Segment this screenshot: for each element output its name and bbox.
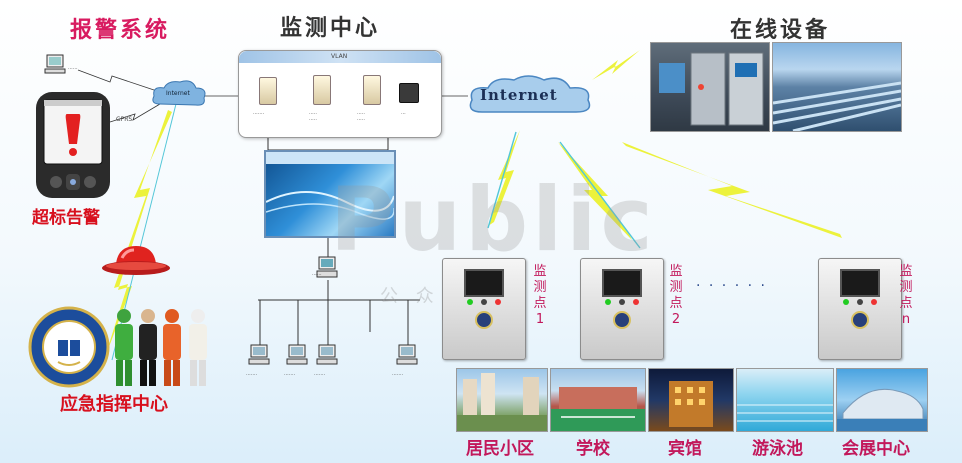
place-label-swimming-pool: 游泳池 [752,439,803,459]
client-pc-3 [316,344,340,366]
cloud-small [150,78,208,110]
person-white [189,309,207,386]
client-pc-4-label: ······· [392,372,404,378]
overlimit-alarm-label: 超标告警 [32,208,100,228]
alarm-system-title: 报警系统 [70,17,171,43]
lightning-point-n [622,142,842,238]
client-pc-3-label: ······· [314,372,326,378]
place-photo-school [550,368,646,432]
link-pc-cloud [77,69,161,93]
alarm-pc-label: ······ [68,66,78,72]
health-inspection-emblem [28,306,110,388]
place-photo-exhibition [836,368,928,432]
place-label-residential: 居民小区 [466,439,534,459]
printer-label: ··· [401,111,406,117]
internet-cloud [466,72,594,118]
online-device-photo-cabinet [650,42,770,132]
place-photo-hotel [648,368,734,432]
ellipsis: · · · · · · [696,278,767,294]
cloud-small-label: Internet [166,90,190,97]
gprs-label: GPRS [116,116,133,123]
watermark: Public [330,168,657,271]
monitor-display [264,150,396,238]
client-pc-1 [248,344,272,366]
internet-label: Internet [480,86,558,104]
alarm-pc-icon [44,54,68,76]
place-photo-residential [456,368,548,432]
client-pc-2 [286,344,310,366]
server-3-label: ·········· [357,111,365,123]
link-phone-cloud [109,103,161,123]
workstation-main-icon [316,256,340,280]
link-cyan-2 [559,141,641,249]
monitor-point-panel-n [818,258,902,360]
vlan-box: VLAN ······· ·········· ·········· ··· [238,50,442,138]
online-devices-title: 在线设备 [730,17,831,43]
monitor-point-panel-1 [442,258,526,360]
monitor-point-panel-2 [580,258,664,360]
printer-icon [399,83,419,103]
client-pc-2-label: ······· [284,372,296,378]
client-pc-4 [396,344,420,366]
online-device-photo-water-plant [772,42,902,133]
server-2 [313,75,331,105]
link-vlan-display [267,136,389,151]
place-photo-swimming-pool [736,368,834,432]
person-green [115,309,133,386]
bus-drops [259,280,409,346]
place-label-school: 学校 [576,439,610,459]
place-label-hotel: 宾馆 [668,439,702,459]
lightning-online [592,50,640,80]
alarm-siren-icon [96,238,176,278]
person-black [139,309,157,386]
vlan-label: VLAN [331,53,348,60]
server-3 [363,75,381,105]
emergency-center-label: 应急指挥中心 [60,394,168,415]
client-pc-1-label: ······· [246,372,258,378]
workstation-main-label: ······ [312,272,322,278]
emergency-personnel [110,308,216,388]
monitor-center-title: 监测中心 [280,15,381,41]
link-cyan-1 [487,131,517,229]
server-2-label: ·········· [309,111,317,123]
lightning-point-2 [558,142,632,240]
lightning-point-1 [488,130,520,226]
server-1-label: ······· [253,111,265,117]
vlan-header [239,51,441,63]
alarm-phone [34,90,112,200]
server-1 [259,77,277,105]
place-label-exhibition: 会展中心 [842,439,910,459]
person-orange [163,309,181,386]
